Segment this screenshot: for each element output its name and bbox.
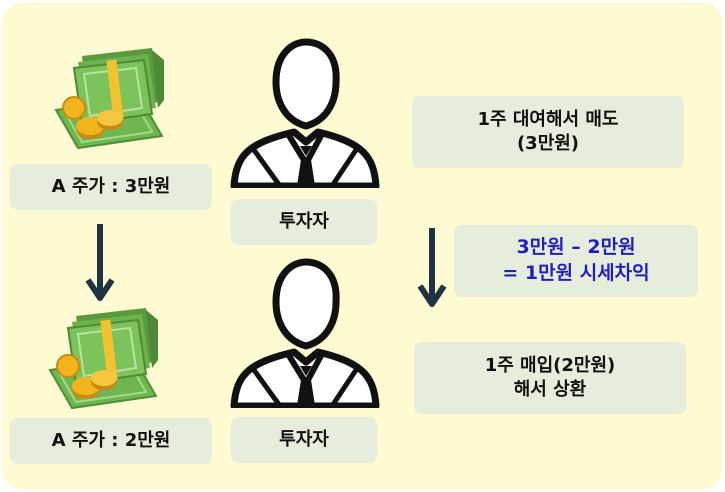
investor-icon (230, 38, 380, 188)
buy-return-box: 1주 매입(2만원) 해서 상환 (414, 342, 686, 414)
stock-price-after-label: A 주가 : 2만원 (51, 429, 171, 451)
money-stack-icon (54, 48, 164, 150)
money-stack-icon (48, 308, 158, 410)
down-arrow-icon (85, 224, 115, 301)
down-arrow-icon (417, 228, 447, 307)
investor-bottom-box: 투자자 (231, 417, 377, 463)
stock-price-before-box: A 주가 : 3만원 (10, 164, 212, 210)
stock-price-before-label: A 주가 : 3만원 (51, 175, 171, 197)
borrow-sell-box: 1주 대여해서 매도 (3만원) (412, 96, 684, 168)
investor-bottom-label: 투자자 (279, 428, 329, 450)
buy-return-line2: 해서 상환 (513, 379, 587, 400)
investor-top-label: 투자자 (279, 210, 329, 232)
investor-icon (230, 258, 380, 408)
borrow-sell-line1: 1주 대여해서 매도 (477, 108, 619, 130)
profit-note-box: 3만원 – 2만원 = 1만원 시세차익 (454, 225, 698, 297)
profit-note-line2: = 1만원 시세차익 (502, 262, 650, 284)
borrow-sell-line2: (3만원) (516, 133, 580, 154)
stock-price-after-box: A 주가 : 2만원 (10, 418, 212, 464)
buy-return-line1: 1주 매입(2만원) (484, 354, 616, 376)
investor-top-box: 투자자 (231, 199, 377, 245)
profit-note-line1: 3만원 – 2만원 (516, 236, 636, 259)
